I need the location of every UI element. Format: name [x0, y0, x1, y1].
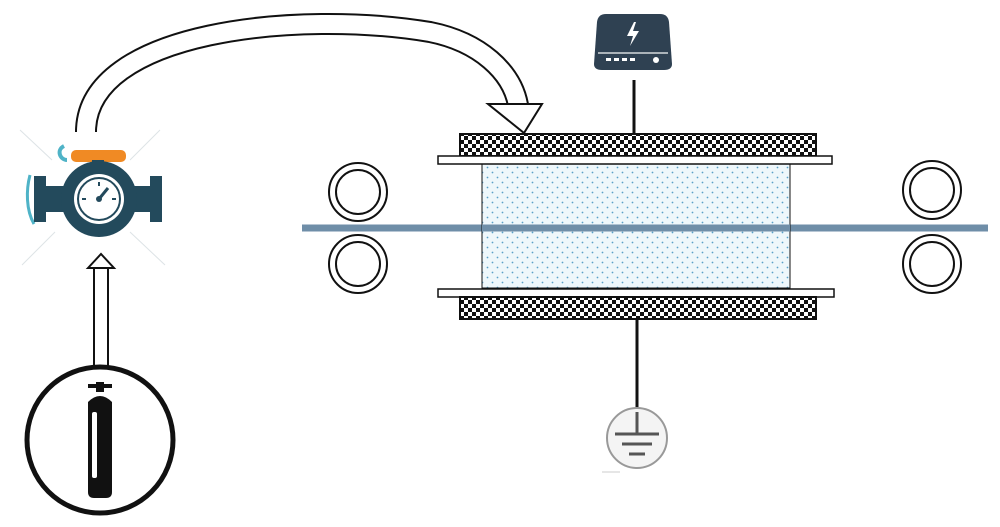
ground-icon — [602, 407, 668, 473]
roller-left-bottom — [328, 234, 388, 294]
gas-supply-arrow — [85, 252, 117, 367]
roller-right-bottom — [902, 234, 962, 294]
upper-electrode — [437, 133, 833, 165]
gas-cylinder-icon — [24, 364, 176, 516]
curved-gas-flow-arrow — [75, 12, 544, 135]
lower-electrode — [437, 288, 835, 320]
roller-right-top — [902, 160, 962, 220]
roller-left-top — [328, 162, 388, 222]
valve-gauge-icon — [19, 129, 166, 266]
power-bank-icon — [594, 14, 672, 70]
